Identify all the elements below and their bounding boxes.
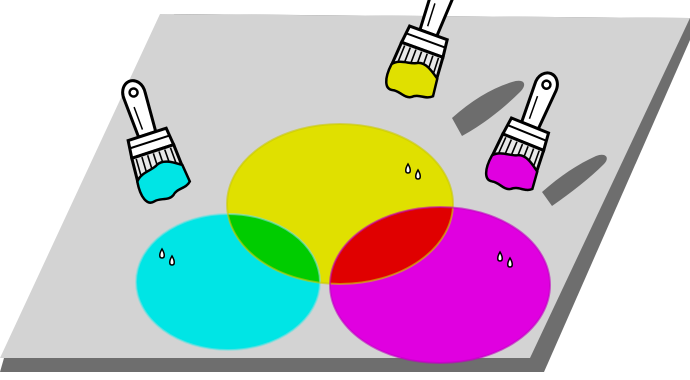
cyan-paint-drop-2 <box>170 256 175 265</box>
magenta-paint-drop-1 <box>498 252 503 261</box>
cyan-paint-drop-1 <box>160 249 165 258</box>
yellow-paint-drop-2 <box>416 170 421 179</box>
magenta-paint-drop-2 <box>508 258 513 267</box>
yellow-paint-drop-1 <box>406 164 411 173</box>
